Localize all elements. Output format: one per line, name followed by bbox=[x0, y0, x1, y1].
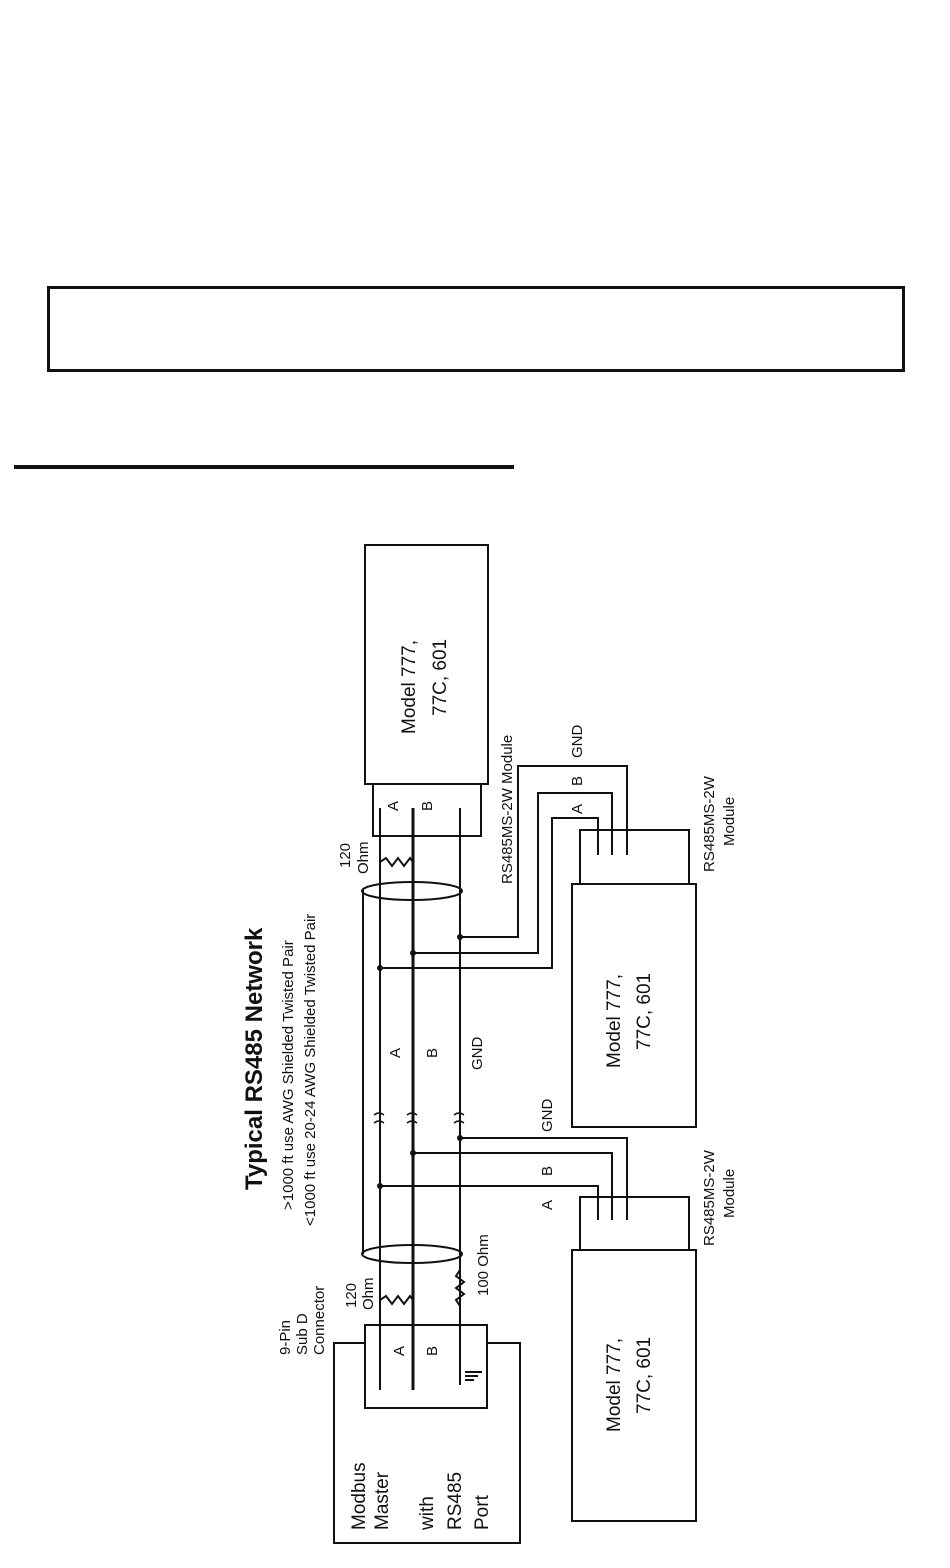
ground-symbol bbox=[459, 1325, 482, 1385]
tap-wire-gnd-bottom bbox=[460, 1137, 628, 1220]
bottom-adapter-line2: Module bbox=[721, 1169, 738, 1218]
tap-wire-b-bottom bbox=[413, 1152, 613, 1220]
resistor-120-bottom bbox=[379, 1294, 414, 1306]
bus-label-gnd: GND bbox=[469, 1037, 486, 1071]
note-box bbox=[47, 286, 905, 372]
subtitle-long: >1000 ft use AWG Shielded Twisted Pair bbox=[280, 940, 297, 1210]
bottom-tap-b: B bbox=[539, 1166, 556, 1176]
term-120-bottom-line2: Ohm bbox=[360, 1277, 377, 1310]
bus-label-a: A bbox=[387, 1048, 404, 1058]
connector-label-line3: Connector bbox=[311, 1286, 328, 1355]
bottom-module-line1: Model 777, bbox=[604, 1338, 625, 1432]
top-module-line1: Model 777, bbox=[399, 640, 420, 734]
bottom-adapter-line1: RS485MS-2W bbox=[701, 1149, 718, 1246]
term-120-top-line1: 120 bbox=[337, 843, 354, 868]
diagram-title: Typical RS485 Network bbox=[241, 927, 268, 1190]
top-module-line2: 77C, 601 bbox=[430, 639, 451, 716]
bottom-tap-gnd: GND bbox=[539, 1099, 556, 1133]
middle-adapter-line1: RS485MS-2W bbox=[701, 775, 718, 872]
resistor-100 bbox=[454, 1269, 466, 1307]
tap-wire-a-middle bbox=[380, 817, 599, 969]
adapter-bottom bbox=[579, 1196, 690, 1251]
tap-wire-a-bottom bbox=[380, 1185, 599, 1220]
junction-dot bbox=[377, 1183, 383, 1189]
term-120-top-line2: Ohm bbox=[355, 841, 372, 874]
middle-tap-gnd: GND bbox=[569, 725, 586, 759]
tap-wire-gnd-middle bbox=[460, 765, 628, 938]
junction-dot bbox=[410, 950, 416, 956]
master-line4: RS485 bbox=[445, 1472, 466, 1530]
master-line3: with bbox=[417, 1496, 438, 1531]
master-line5: Port bbox=[472, 1494, 493, 1530]
cable-break-marks bbox=[373, 1112, 465, 1124]
top-adapter-label: RS485MS-2W Module bbox=[499, 735, 516, 884]
middle-tap-b: B bbox=[569, 776, 586, 786]
cable-shield-top bbox=[361, 881, 463, 901]
master-line1: Modbus bbox=[349, 1462, 370, 1530]
connector-box bbox=[364, 1324, 488, 1409]
connector-label-line2: Sub D bbox=[294, 1313, 311, 1355]
junction-dot bbox=[457, 934, 463, 940]
connector-pin-a: A bbox=[391, 1346, 408, 1356]
junction-dot bbox=[410, 1150, 416, 1156]
term-120-bottom-line1: 120 bbox=[343, 1283, 360, 1308]
device-box-top bbox=[364, 544, 489, 785]
middle-tap-a: A bbox=[569, 804, 586, 814]
middle-module-line1: Model 777, bbox=[604, 974, 625, 1068]
bus-label-b: B bbox=[424, 1048, 441, 1058]
bottom-module-line2: 77C, 601 bbox=[634, 1337, 655, 1414]
adapter-top bbox=[372, 783, 482, 837]
section-rule bbox=[14, 465, 514, 469]
adapter-middle bbox=[579, 829, 690, 885]
middle-module-line2: 77C, 601 bbox=[634, 973, 655, 1050]
top-pin-a: A bbox=[385, 801, 402, 811]
cable-shield-bottom bbox=[361, 1244, 463, 1264]
term-100-label: 100 Ohm bbox=[475, 1234, 492, 1296]
connector-label-line1: 9-Pin bbox=[277, 1320, 294, 1355]
junction-dot bbox=[377, 965, 383, 971]
junction-dot bbox=[457, 1135, 463, 1141]
top-pin-b: B bbox=[419, 801, 436, 811]
master-line2: Master bbox=[372, 1471, 393, 1530]
middle-adapter-line2: Module bbox=[721, 797, 738, 846]
connector-pin-b: B bbox=[424, 1346, 441, 1356]
subtitle-short: <1000 ft use 20-24 AWG Shielded Twisted … bbox=[302, 914, 319, 1226]
tap-wire-b-middle bbox=[413, 792, 613, 954]
bottom-tap-a: A bbox=[539, 1200, 556, 1210]
resistor-120-top bbox=[379, 856, 414, 868]
